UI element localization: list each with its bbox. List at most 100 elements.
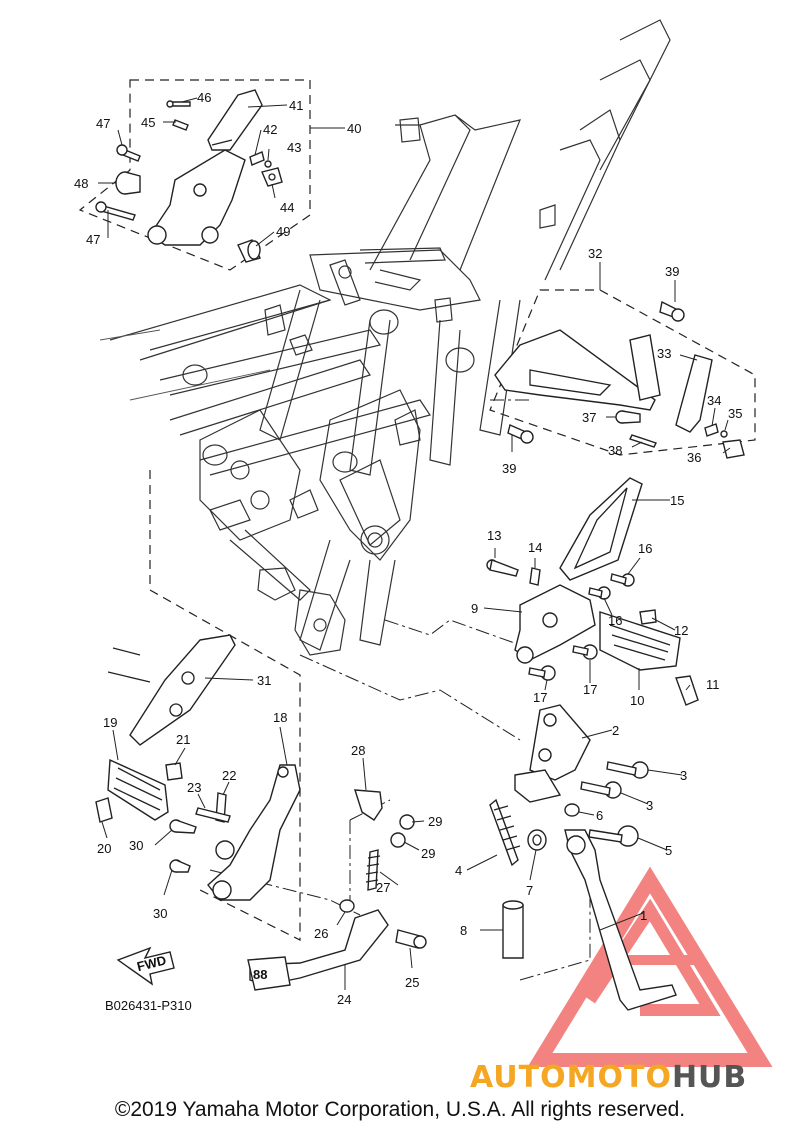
- callout-38: 38: [608, 443, 622, 458]
- part-33-footpeg: [675, 354, 713, 433]
- callout-16: 16: [638, 541, 652, 556]
- callout-26: 26: [314, 926, 328, 941]
- callout-17: 17: [533, 690, 547, 705]
- callout-36: 36: [687, 450, 701, 465]
- svg-text:88: 88: [253, 967, 267, 982]
- callout-27: 27: [376, 880, 390, 895]
- callout-10: 10: [630, 693, 644, 708]
- part-45-clip: [172, 119, 189, 131]
- callout-40: 40: [347, 121, 361, 136]
- callout-20: 20: [97, 841, 111, 856]
- part-28-clip: [354, 789, 383, 821]
- part-17-bolt-a: [528, 665, 556, 681]
- part-1-sidestand: [564, 829, 677, 1011]
- group-40-outline: [78, 79, 345, 271]
- part-6-washer: [564, 803, 580, 817]
- callout-37: 37: [582, 410, 596, 425]
- callout-28: 28: [351, 743, 365, 758]
- callout-23: 23: [187, 780, 201, 795]
- part-36-plate: [722, 439, 745, 459]
- part-44-plate: [261, 167, 283, 187]
- fwd-arrow-icon: FWD: [116, 946, 175, 986]
- part-42-spring: [249, 151, 265, 166]
- part-16-bolt-b: [588, 586, 611, 600]
- callout-46: 46: [197, 90, 211, 105]
- callout-25: 25: [405, 975, 419, 990]
- callout-12: 12: [674, 623, 688, 638]
- callout-43: 43: [287, 140, 301, 155]
- part-49-collar: [237, 239, 261, 263]
- copyright-notice: ©2019 Yamaha Motor Corporation, U.S.A. A…: [114, 1098, 686, 1121]
- part-30-bolt-a: [169, 819, 197, 834]
- callout-16: 16: [608, 613, 622, 628]
- watermark-part1: AUTOMOTO: [470, 1060, 672, 1095]
- part-5-bolt: [588, 825, 639, 847]
- callout-39: 39: [665, 264, 679, 279]
- motorcycle-frame: [99, 19, 671, 656]
- part-37-collar: [615, 410, 641, 424]
- part-41-footpeg: [207, 89, 263, 151]
- fwd-label: FWD: [135, 952, 167, 974]
- group-18-outline: [149, 470, 301, 941]
- callout-4: 4: [455, 863, 462, 878]
- callout-24: 24: [337, 992, 351, 1007]
- watermark-text: AUTOMOTOHUB: [470, 1060, 747, 1095]
- part-39-bolt-a: [659, 300, 685, 322]
- callout-15: 15: [670, 493, 684, 508]
- callout-5: 5: [665, 843, 672, 858]
- callout-47: 47: [96, 116, 110, 131]
- part-47-bolt-b: [95, 201, 136, 221]
- callout-30: 30: [129, 838, 143, 853]
- part-26-washer: [339, 899, 355, 913]
- part-12-spring: [639, 609, 657, 625]
- callout-17: 17: [583, 682, 597, 697]
- callout-47: 47: [86, 232, 100, 247]
- watermark-logo: [527, 866, 773, 1067]
- part-48-collar: [115, 171, 141, 195]
- diagram-code: B026431-P310: [105, 998, 192, 1013]
- svg-text:AUTOMOTOHUB: AUTOMOTOHUB: [470, 1060, 747, 1095]
- callout-30: 30: [153, 906, 167, 921]
- callout-44: 44: [280, 200, 294, 215]
- part-24-shift-pedal: 88: [247, 909, 389, 991]
- part-47-bolt-a: [116, 144, 141, 162]
- callout-8: 8: [460, 923, 467, 938]
- callout-49: 49: [276, 224, 290, 239]
- part-43-ball: [264, 160, 272, 168]
- callout-41: 41: [289, 98, 303, 113]
- part-21-spring: [165, 762, 183, 781]
- part-16-bolt-a: [610, 573, 635, 587]
- part-38-pin: [629, 434, 657, 448]
- leader-lines: [98, 97, 731, 990]
- group-32-outline: [489, 262, 756, 456]
- part-30-bolt-b: [169, 859, 191, 873]
- part-19-footpeg: [107, 758, 169, 821]
- part-27-spring: [365, 849, 381, 891]
- callout-14: 14: [528, 540, 542, 555]
- part-17-bolt-b: [572, 644, 598, 660]
- part-11-rubber: [675, 675, 699, 706]
- part-39-bolt-b: [507, 424, 534, 444]
- callout-22: 22: [222, 768, 236, 783]
- part-8-cover: [502, 900, 524, 959]
- callout-29: 29: [428, 814, 442, 829]
- part-32-bracket: [494, 329, 661, 411]
- part-13-pin: [486, 559, 519, 577]
- part-20-rubber: [95, 797, 113, 823]
- part-bracket-rear: [147, 149, 246, 246]
- callout-11: 11: [706, 677, 720, 692]
- callout-3: 3: [680, 768, 687, 783]
- part-46-pin: [166, 100, 191, 108]
- callout-18: 18: [273, 710, 287, 725]
- callout-6: 6: [596, 808, 603, 823]
- callout-31: 31: [257, 673, 271, 688]
- callout-13: 13: [487, 528, 501, 543]
- callout-9: 9: [471, 601, 478, 616]
- part-2-bracket: [514, 704, 591, 803]
- callout-48: 48: [74, 176, 88, 191]
- part-10-footpeg: [599, 611, 681, 671]
- callout-33: 33: [657, 346, 671, 361]
- callout-1: 1: [640, 908, 647, 923]
- part-35-ball: [720, 430, 728, 438]
